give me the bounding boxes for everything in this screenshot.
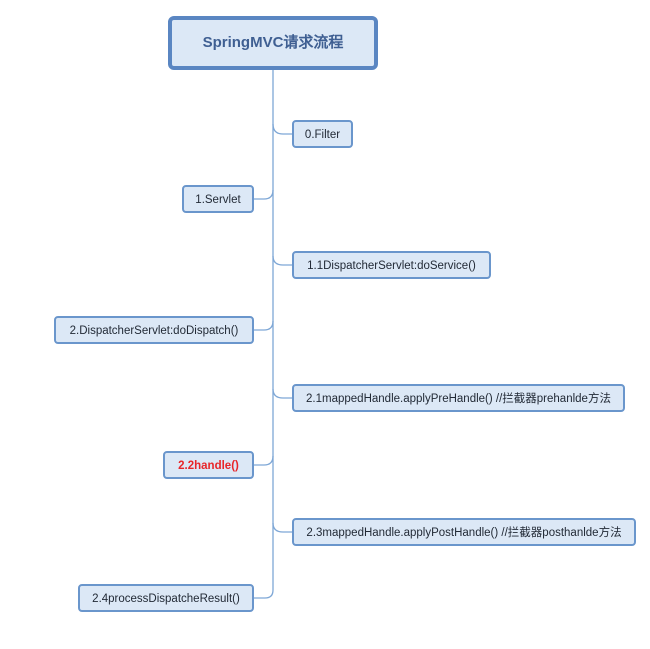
trunk-line xyxy=(254,70,274,599)
connector-pre-handle xyxy=(272,388,292,399)
node-do-dispatch: 2.DispatcherServlet:doDispatch() xyxy=(54,316,254,344)
node-handle: 2.2handle() xyxy=(163,451,254,479)
connector-do-service xyxy=(272,255,292,266)
node-do-service: 1.1DispatcherServlet:doService() xyxy=(292,251,491,279)
node-pre-handle: 2.1mappedHandle.applyPreHandle() //拦截器pr… xyxy=(292,384,625,412)
connector-handle xyxy=(254,455,274,466)
node-process-result: 2.4processDispatcheResult() xyxy=(78,584,254,612)
node-post-handle: 2.3mappedHandle.applyPostHandle() //拦截器p… xyxy=(292,518,636,546)
connector-filter xyxy=(272,123,292,135)
root-node: SpringMVC请求流程 xyxy=(168,16,378,70)
connector-do-dispatch xyxy=(254,320,274,331)
node-filter: 0.Filter xyxy=(292,120,353,148)
connector-servlet xyxy=(254,189,274,200)
connector-post-handle xyxy=(272,522,292,533)
node-servlet: 1.Servlet xyxy=(182,185,254,213)
